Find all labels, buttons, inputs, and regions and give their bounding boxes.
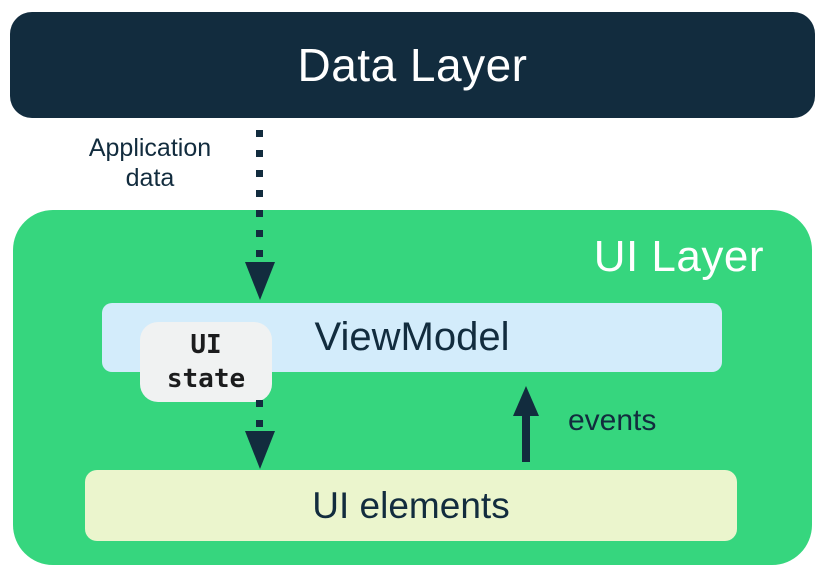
- ui-state-chip-line2: state: [166, 364, 246, 394]
- application-data-label-line2: data: [125, 164, 175, 192]
- data-layer-box: Data Layer: [10, 12, 815, 118]
- events-arrow-shaft: [522, 410, 530, 462]
- ui-layer-label: UI Layer: [593, 232, 764, 281]
- events-label: events: [568, 404, 657, 437]
- ui-state-chip-line1: UI: [190, 330, 222, 360]
- down-arrowhead-lower-icon: [245, 431, 275, 469]
- viewmodel-label: ViewModel: [314, 315, 510, 359]
- application-data-dotted-line-upper: [256, 130, 263, 260]
- down-arrowhead-upper-icon: [245, 262, 275, 300]
- application-data-label: Application data: [52, 133, 248, 193]
- application-data-dotted-line-lower: [256, 400, 263, 428]
- ui-state-chip: UI state: [140, 322, 272, 402]
- ui-elements-label: UI elements: [312, 484, 510, 526]
- ui-elements-box: UI elements: [85, 470, 737, 541]
- data-layer-label: Data Layer: [297, 39, 528, 91]
- application-data-label-line1: Application: [88, 134, 212, 162]
